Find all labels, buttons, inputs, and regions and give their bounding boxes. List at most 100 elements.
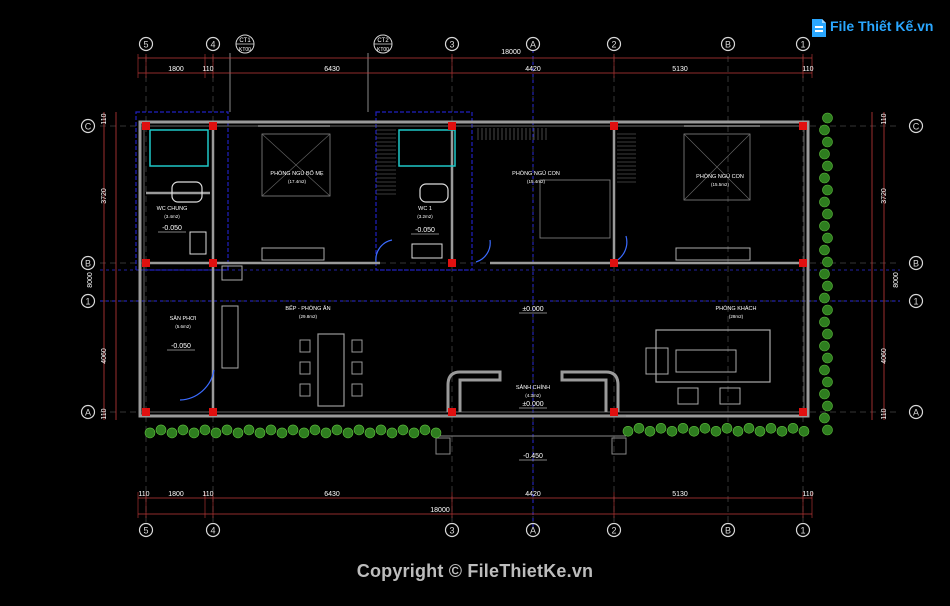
level-marker: ±0.000 [522, 306, 543, 313]
shrub [320, 427, 332, 439]
shrub [819, 340, 830, 352]
room-area: (15.5m2) [711, 182, 730, 187]
shrub [221, 424, 233, 436]
column [142, 259, 150, 267]
dining-chair [351, 339, 363, 353]
column [799, 259, 807, 267]
shrub [677, 422, 689, 434]
grid-bubble-bottom-circle [444, 522, 460, 538]
column [209, 122, 217, 130]
grid-bubble-top-circle [138, 36, 154, 52]
site-logo: File Thiết Kế.vn [810, 14, 933, 44]
grid-bubble-right-label: A [913, 408, 919, 418]
grid-bubble-bottom-circle [525, 522, 541, 538]
shrub [644, 425, 656, 437]
column [799, 122, 807, 130]
walls [138, 120, 810, 455]
column [610, 408, 618, 416]
shrub [819, 172, 830, 184]
bed-diagonal [683, 133, 751, 201]
room-name: SẢNH CHÍNH [516, 384, 550, 391]
grid-bubble-left-circle [80, 255, 96, 271]
structural-columns [142, 122, 807, 416]
grid-bubble-top-circle [444, 36, 460, 52]
shrub [408, 427, 420, 439]
room-area: (29.8m2) [299, 314, 318, 319]
shrub [419, 424, 431, 436]
coffee-table [675, 349, 737, 373]
level-marker: -0.050 [162, 225, 182, 232]
grid-bubble-top-label: A [530, 40, 536, 50]
shrub [710, 425, 722, 437]
door-swing [375, 239, 393, 263]
shrub [298, 427, 310, 439]
shrub [364, 427, 376, 439]
sink [189, 231, 207, 255]
dim-seg-top-text: 1800 [168, 66, 184, 73]
shrub [822, 232, 833, 244]
dining-chair [351, 361, 363, 375]
shrub [819, 220, 830, 232]
bed [683, 133, 751, 201]
grid-bubble-left-circle [80, 404, 96, 420]
grid-bubble-right-label: C [913, 122, 920, 132]
grid-bubble-top-label: 4 [210, 40, 215, 50]
grid-bubble-bottom-label: 5 [143, 526, 148, 536]
room-area: (4.3m2) [525, 393, 541, 398]
dining-chair [299, 339, 311, 353]
grid-bubble-top-circle [205, 36, 221, 52]
wardrobe [261, 247, 325, 261]
grid-bubble-top-label: 3 [449, 40, 454, 50]
column [448, 122, 456, 130]
door-swing [475, 239, 491, 263]
grid-bubble-right-circle [908, 255, 924, 271]
dim-seg-bottom-text: 110 [202, 491, 213, 498]
shrub [254, 427, 266, 439]
shrub [819, 148, 830, 160]
toilet [419, 183, 449, 203]
shrub [754, 425, 766, 437]
shrub [822, 112, 833, 124]
bed-diagonal [261, 133, 331, 197]
shrub [822, 184, 833, 196]
section-frame-wc1 [375, 111, 473, 271]
dim-seg-bottom-text: 5130 [672, 491, 688, 498]
grid-bubble-left-circle [80, 293, 96, 309]
entrance-wall-right [560, 370, 620, 412]
column [209, 259, 217, 267]
stove [221, 265, 243, 281]
grid-bubble-left-label: A [85, 408, 91, 418]
kitchen-counter [221, 305, 239, 369]
shrub [787, 422, 799, 434]
room-name: WC 1 [418, 206, 432, 212]
shrub [822, 328, 833, 340]
shrub [655, 422, 667, 434]
shrub [166, 427, 178, 439]
shrub [721, 422, 733, 434]
shrub [287, 424, 299, 436]
dim-seg-top-text: 4420 [525, 66, 541, 73]
grid-bubble-bottom-label: 4 [210, 526, 215, 536]
dim-seg-bottom-text: 6430 [324, 491, 340, 498]
shrub [822, 352, 833, 364]
grid-bubble-top-label: 5 [143, 40, 148, 50]
shrub [819, 316, 830, 328]
shrub [822, 376, 833, 388]
column [448, 259, 456, 267]
sink [411, 243, 443, 259]
column [610, 122, 618, 130]
shrub [822, 256, 833, 268]
section-frame-wc-chung [135, 111, 229, 271]
shrub [430, 427, 442, 439]
grid-bubble-top-circle [525, 36, 541, 52]
grid-bubble-left-label: 1 [85, 297, 90, 307]
shrub [819, 412, 830, 424]
room-name: BẾP - PHÒNG ĂN [285, 305, 330, 312]
grid-bubble-top-circle [606, 36, 622, 52]
room-name: PHÒNG NGỦ BỐ MẸ [270, 170, 324, 177]
level-marker: ±0.000 [522, 401, 543, 408]
shrub [822, 280, 833, 292]
dim-left-text: 110 [101, 113, 108, 124]
shrub [743, 422, 755, 434]
